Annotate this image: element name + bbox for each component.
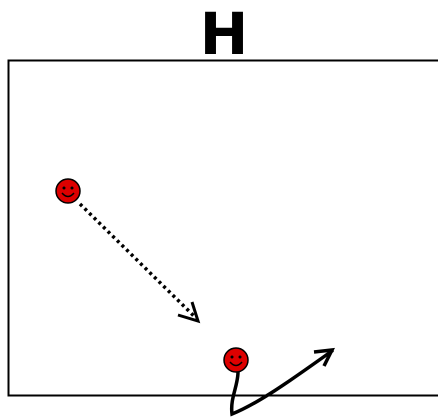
right-eye bbox=[238, 355, 242, 359]
field-frame bbox=[7, 59, 438, 397]
curved-arrow-head bbox=[313, 347, 336, 367]
dotted-arrow bbox=[78, 202, 201, 324]
curved-arrow-line bbox=[229, 349, 334, 417]
dotted-arrow-head bbox=[177, 301, 201, 324]
player-1 bbox=[55, 178, 81, 204]
mouth bbox=[61, 192, 75, 198]
mouth bbox=[229, 361, 243, 367]
page-title: H bbox=[199, 0, 249, 68]
right-eye bbox=[70, 186, 74, 190]
curved-arrow bbox=[229, 347, 336, 417]
smiley-face-icon bbox=[55, 178, 81, 204]
smiley-face-icon bbox=[223, 347, 249, 373]
left-eye bbox=[62, 186, 66, 190]
dotted-arrow-line bbox=[78, 202, 198, 320]
left-eye bbox=[230, 355, 234, 359]
player-2 bbox=[223, 347, 249, 373]
